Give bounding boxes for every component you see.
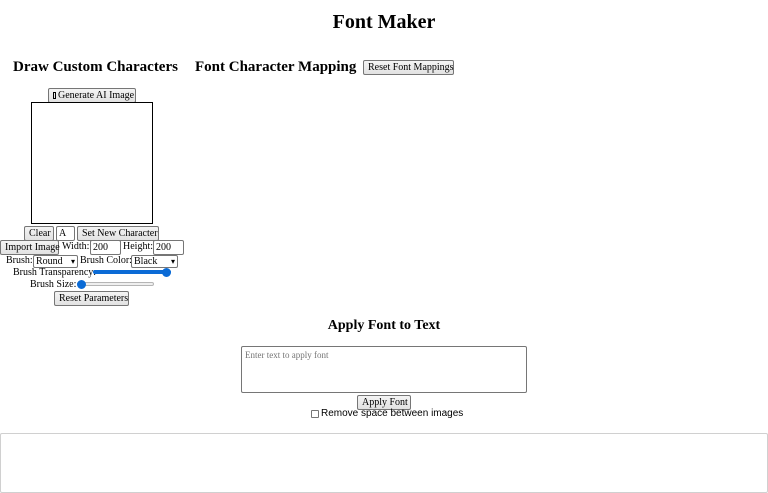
clear-label: Clear bbox=[29, 228, 51, 239]
width-label: Width: bbox=[62, 241, 90, 252]
chevron-down-icon: ▾ bbox=[70, 257, 75, 266]
generate-ai-image-button[interactable]: Generate AI Image bbox=[48, 88, 136, 103]
size-thumb[interactable] bbox=[77, 280, 86, 289]
width-input[interactable]: 200 bbox=[90, 240, 121, 255]
brush-color-label: Brush Color: bbox=[80, 255, 132, 266]
apply-text-placeholder: Enter text to apply font bbox=[245, 350, 329, 360]
apply-text-input[interactable]: Enter text to apply font bbox=[241, 346, 527, 393]
page-title: Font Maker bbox=[332, 11, 436, 33]
generate-ai-image-label: Generate AI Image bbox=[58, 90, 135, 101]
brush-select-value: Round bbox=[36, 256, 63, 267]
brush-size-slider[interactable] bbox=[77, 279, 154, 290]
brush-transparency-label: Brush Transparency: bbox=[13, 267, 97, 278]
remove-space-checkbox[interactable] bbox=[311, 410, 319, 418]
apply-heading: Apply Font to Text bbox=[327, 318, 441, 333]
height-input[interactable]: 200 bbox=[153, 240, 184, 255]
drawing-canvas[interactable] bbox=[31, 102, 153, 224]
brush-size-label: Brush Size: bbox=[30, 279, 77, 290]
mapping-heading: Font Character Mapping bbox=[195, 59, 357, 75]
font-output-area bbox=[0, 433, 768, 493]
reset-parameters-button[interactable]: Reset Parameters bbox=[54, 291, 129, 306]
set-new-character-button[interactable]: Set New Character bbox=[77, 226, 159, 241]
brush-select[interactable]: Round ▾ bbox=[33, 255, 78, 268]
chevron-down-icon: ▾ bbox=[170, 257, 175, 266]
import-image-button[interactable]: Import Image bbox=[0, 240, 60, 255]
remove-space-label: Remove space between images bbox=[321, 408, 464, 419]
reset-font-mappings-label: Reset Font Mappings bbox=[368, 62, 454, 73]
height-label: Height: bbox=[123, 241, 153, 252]
brush-label: Brush: bbox=[6, 255, 33, 266]
apply-font-button[interactable]: Apply Font bbox=[357, 395, 411, 410]
brush-color-select-value: Black bbox=[134, 256, 158, 267]
character-input[interactable]: A bbox=[56, 226, 75, 241]
apply-font-label: Apply Font bbox=[362, 397, 408, 408]
placeholder-icon bbox=[53, 92, 56, 99]
reset-font-mappings-button[interactable]: Reset Font Mappings bbox=[363, 60, 454, 75]
clear-button[interactable]: Clear bbox=[24, 226, 54, 241]
set-new-character-label: Set New Character bbox=[82, 228, 158, 239]
transparency-track bbox=[93, 270, 171, 274]
brush-color-select[interactable]: Black ▾ bbox=[131, 255, 178, 268]
size-track bbox=[77, 282, 154, 286]
import-image-label: Import Image bbox=[5, 242, 60, 253]
transparency-thumb[interactable] bbox=[162, 268, 171, 277]
brush-transparency-slider[interactable] bbox=[93, 267, 171, 278]
reset-parameters-label: Reset Parameters bbox=[59, 293, 129, 304]
draw-heading: Draw Custom Characters bbox=[13, 59, 178, 75]
